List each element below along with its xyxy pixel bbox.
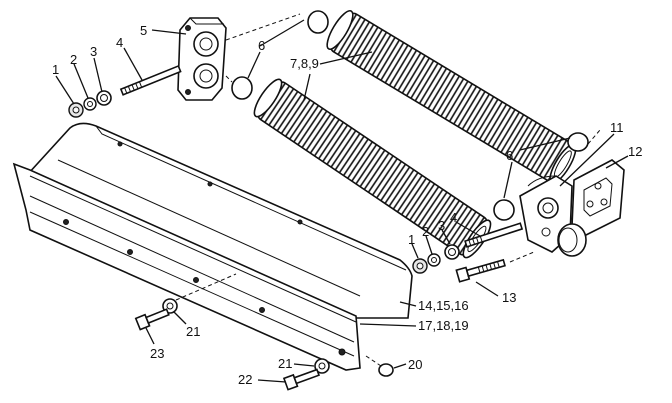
callout-1-left: 1 [52,62,59,77]
nut-washer-set-right [412,244,460,274]
callout-13: 13 [502,290,516,305]
stud-right [464,222,524,248]
callout-7-8-9: 7,8,9 [290,56,319,71]
callout-4-right: 4 [450,210,457,225]
callout-22: 22 [238,372,252,387]
callout-1-right: 1 [408,232,415,247]
stud-left [119,64,182,96]
o-ring-upper-right [567,132,589,152]
bolt-13 [455,258,506,283]
bolt-22 [282,368,321,391]
o-ring-lower-right [493,199,515,221]
left-header-plate [177,17,227,101]
callout-21-upper: 21 [186,324,200,339]
callout-5: 5 [140,23,147,38]
right-outlet-boss [557,223,587,257]
callout-6-left: 6 [258,38,265,53]
callout-6-right: 6 [506,148,513,163]
callout-3-right: 3 [438,218,445,233]
o-ring-lower-left [231,76,253,100]
o-ring-upper-left [307,10,329,34]
callout-11: 11 [610,120,624,135]
callout-4-left: 4 [116,35,123,50]
washer-21-lower [314,358,330,374]
mounting-rail [12,162,361,371]
callout-2-left: 2 [70,52,77,67]
callout-3-left: 3 [90,44,97,59]
leader-lines [55,19,629,383]
callout-14-15-16: 14,15,16 [418,298,469,313]
nut-washer-set-left [68,90,112,118]
callout-21-lower: 21 [278,356,292,371]
callout-17-18-19: 17,18,19 [418,318,469,333]
right-cover-plate [571,159,625,237]
hose-upper [326,10,577,184]
plug-20 [378,363,394,377]
callout-23: 23 [150,346,164,361]
callout-20: 20 [408,357,422,372]
callout-2-right: 2 [422,224,429,239]
callout-12: 12 [628,144,642,159]
heat-shield [27,122,413,319]
bolt-23 [134,308,170,331]
